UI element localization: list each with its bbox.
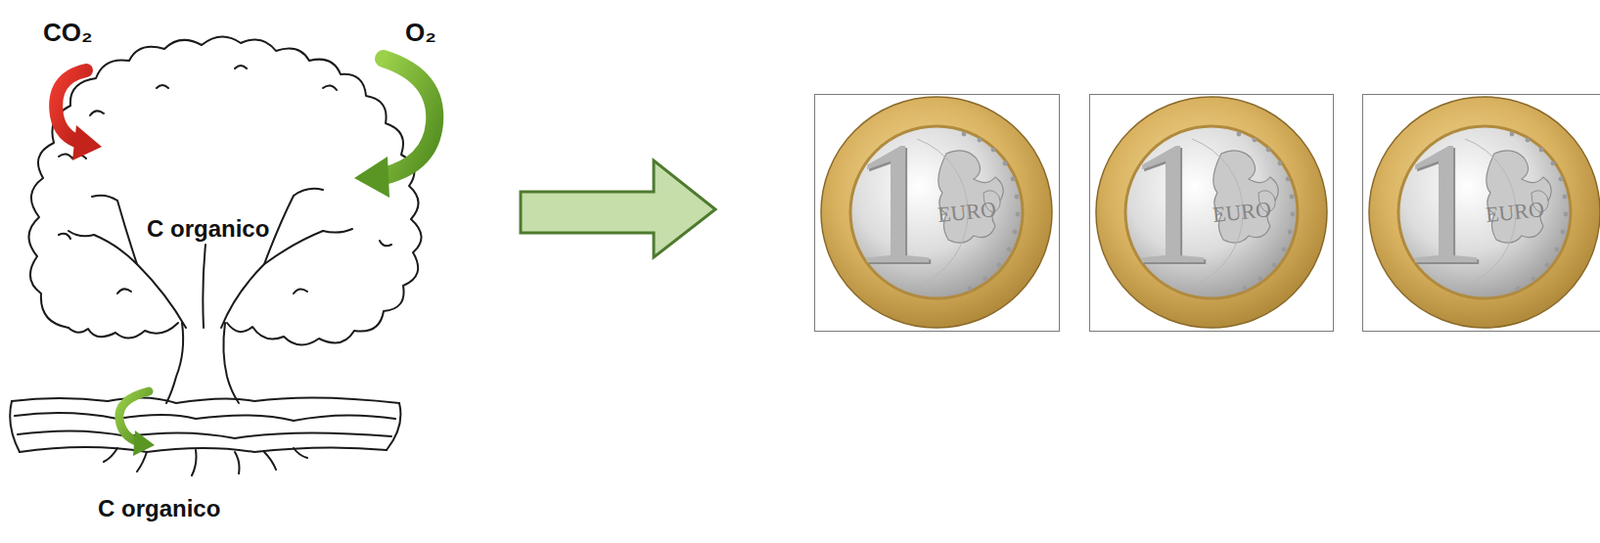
tree-drawing [9, 36, 421, 476]
gas-label: O₂ [405, 19, 437, 46]
coin-value: 1 [851, 115, 940, 292]
carbon-arrow [119, 391, 155, 457]
coin-value: 1 [1126, 115, 1215, 292]
co2-arrow [55, 70, 102, 161]
gas-label: CO₂ [43, 19, 93, 46]
carbon-label: C organico [146, 217, 270, 241]
coin-frames [815, 94, 1600, 332]
carbon-label: C organico [97, 497, 221, 521]
big-arrow [520, 160, 716, 258]
o2-arrow [354, 58, 435, 198]
coin-value: 1 [1399, 115, 1488, 292]
